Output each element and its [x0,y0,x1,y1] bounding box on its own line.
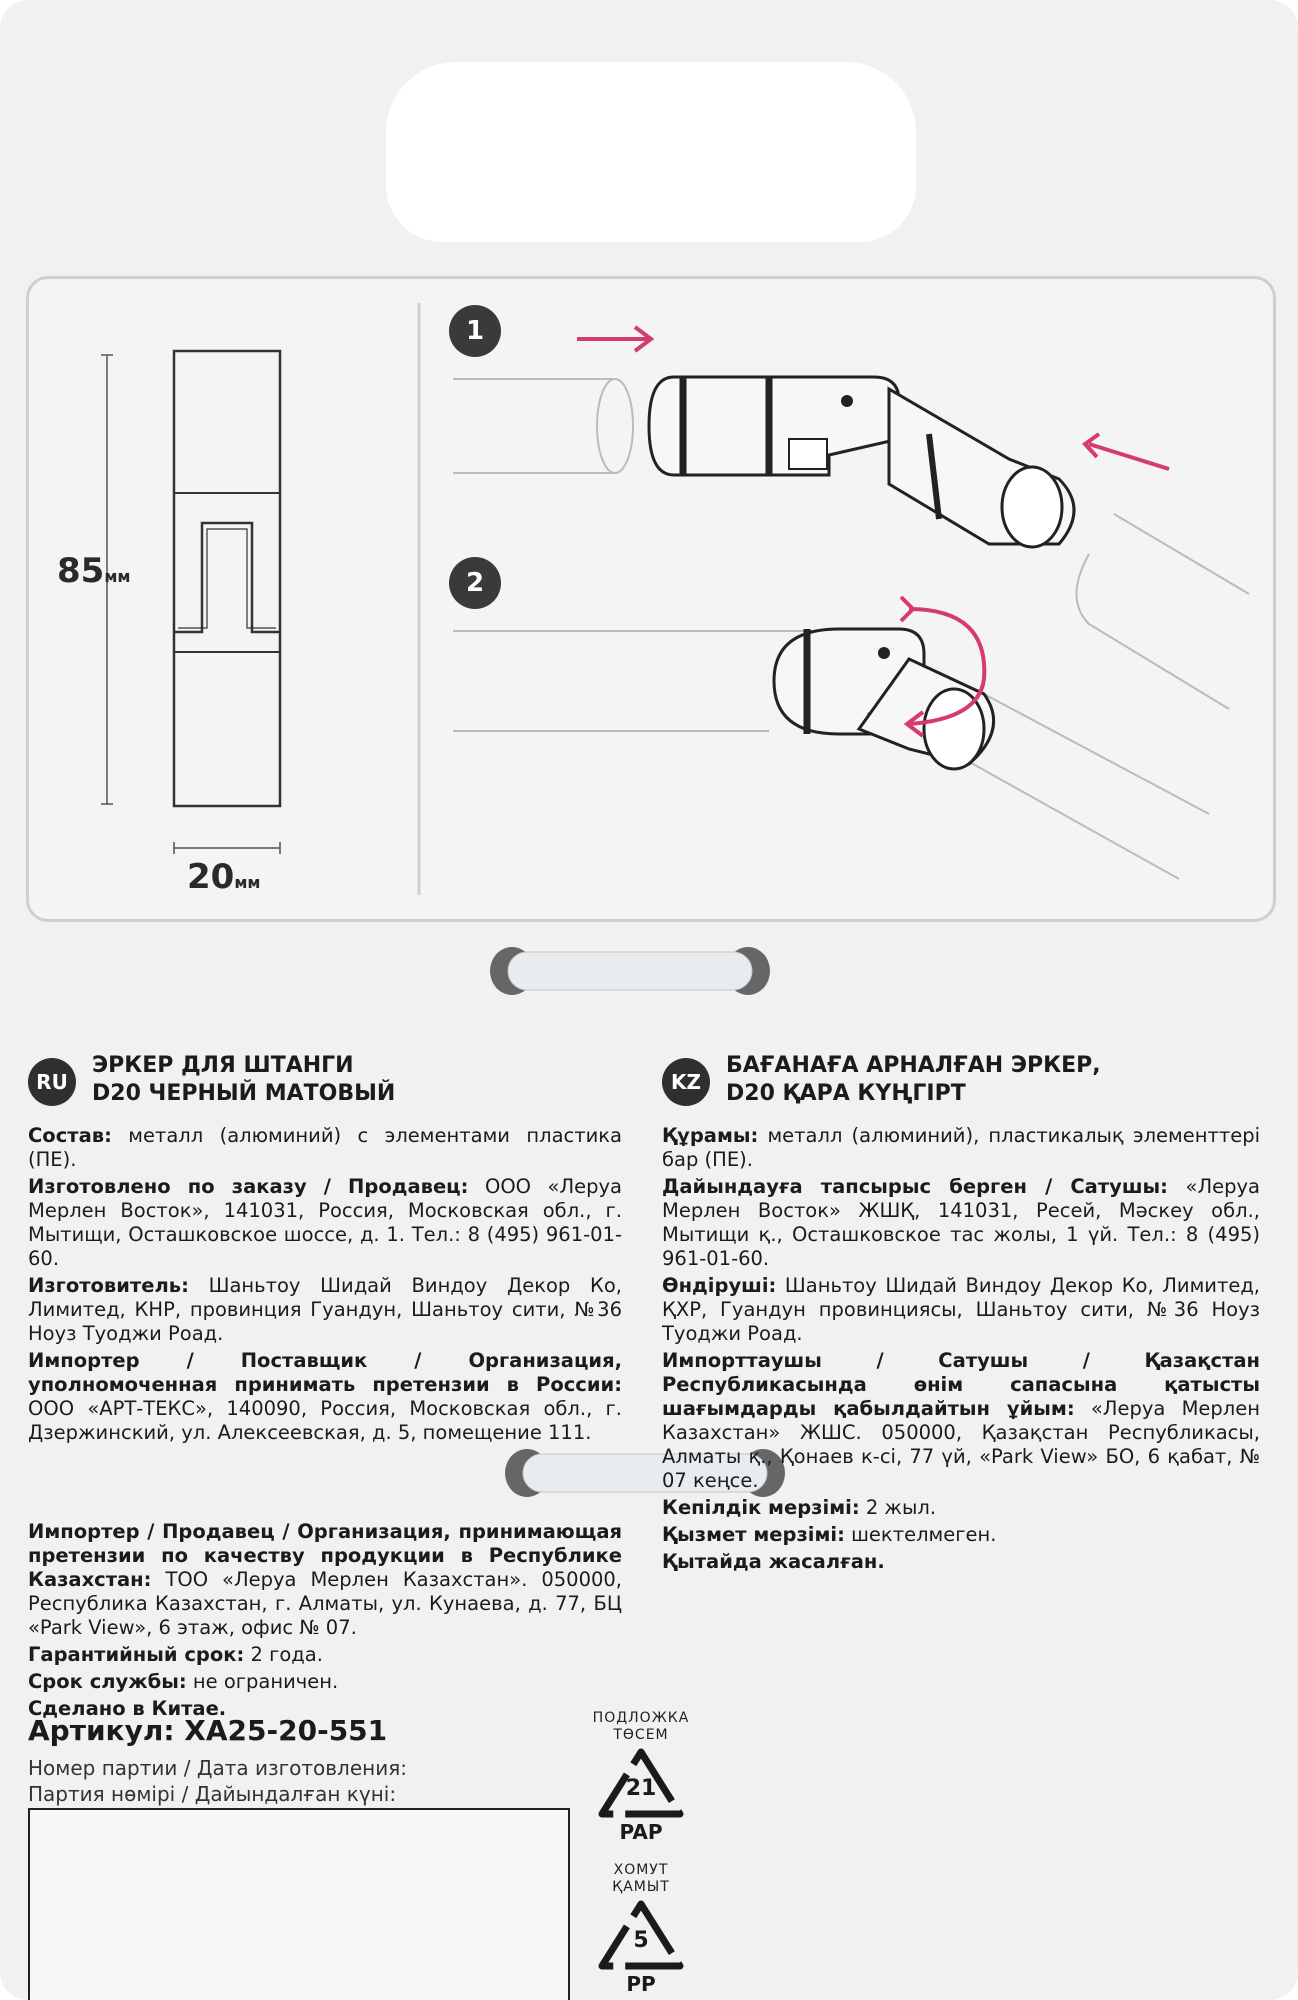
recycle-pp-code: PP [626,1972,656,1996]
kz-section: KZ БАҒАНАҒА АРНАЛҒАН ЭРКЕР, D20 ҚАРА КҮҢ… [662,1052,1260,1577]
kz-header: KZ БАҒАНАҒА АРНАЛҒАН ЭРКЕР, D20 ҚАРА КҮҢ… [662,1052,1260,1112]
kz-manufacturer: Өндіруші: Шаньтоу Шидай Виндоу Декор Ко,… [662,1274,1260,1346]
height-value: 85 [57,551,105,591]
ru-warranty-label: Гарантийный срок: [28,1643,245,1666]
ru-title: ЭРКЕР ДЛЯ ШТАНГИ D20 ЧЕРНЫЙ МАТОВЫЙ [92,1052,395,1108]
ru-composition-text: металл (алюминий) с элементами пластика … [28,1124,622,1171]
plastic-clip-top [490,947,770,995]
ru-manufacturer: Изготовитель: Шаньтоу Шидай Виндоу Декор… [28,1274,622,1346]
kz-importer-label: Импорттаушы / Сатушы / Қазақстан Республ… [662,1349,1260,1420]
kz-service-life-text: шектелмеген. [844,1523,997,1546]
step-2-badge: 2 [449,557,501,609]
kz-composition-text: металл (алюминий), пластикалық элементте… [662,1124,1260,1171]
recycle-pap-code: PAP [619,1820,663,1844]
ru-seller-label: Изготовлено по заказу / Продавец: [28,1175,469,1198]
kz-title-line2: D20 ҚАРА КҮҢГІРТ [726,1081,966,1106]
ru-manufacturer-text: Шаньтоу Шидай Виндоу Декор Ко, Лимитед, … [28,1274,622,1345]
kz-importer: Импорттаушы / Сатушы / Қазақстан Республ… [662,1349,1260,1493]
ru-kz-importer: Импортер / Продавец / Организация, прини… [28,1520,622,1640]
ru-manufacturer-label: Изготовитель: [28,1274,189,1297]
ru-seller-text: ООО «Леруа Мерлен Восток», 141031, Росси… [28,1175,622,1270]
kz-warranty-text: 2 жыл. [859,1496,937,1519]
batch-date-box [28,1808,570,2000]
ru-section: RU ЭРКЕР ДЛЯ ШТАНГИ D20 ЧЕРНЫЙ МАТОВЫЙ С… [28,1052,622,1448]
width-unit: мм [234,873,261,892]
ru-origin: Сделано в Китае. [28,1697,622,1721]
ru-title-line2: D20 ЧЕРНЫЙ МАТОВЫЙ [92,1081,396,1106]
plastic-clip-bottom [505,1449,785,1497]
ru-service-life-label: Срок службы: [28,1670,187,1693]
ru-importer-text: ООО «АРТ-ТЕКС», 140090, Россия, Московск… [28,1397,622,1444]
kz-manufacturer-text: Шаньтоу Шидай Виндоу Декор Ко, Лимитед, … [662,1274,1260,1345]
kz-seller: Дайындауға тапсырыс берген / Сатушы: «Ле… [662,1175,1260,1271]
kz-seller-text: «Леруа Мерлен Восток» ЖШҚ, 141031, Ресей… [662,1175,1260,1270]
hang-hole [386,62,916,242]
batch-label-kz: Партия нөмірі / Дайындалған күні: [28,1782,397,1806]
ru-title-line1: ЭРКЕР ДЛЯ ШТАНГИ [92,1053,354,1078]
ru-kz-importer-label: Импортер / Продавец / Организация, прини… [28,1520,622,1591]
kz-importer-text: «Леруа Мерлен Казахстан» ЖШС. 050000, Қа… [662,1397,1260,1492]
kz-composition: Құрамы: металл (алюминий), пластикалық э… [662,1124,1260,1172]
recycle-pp-icon: 5 [596,1898,686,1972]
kz-warranty: Кепілдік мерзімі: 2 жыл. [662,1496,1260,1520]
ru-section-continued: Импортер / Продавец / Организация, прини… [28,1520,622,1724]
width-dimension: 20мм [187,857,260,897]
ru-header: RU ЭРКЕР ДЛЯ ШТАНГИ D20 ЧЕРНЫЙ МАТОВЫЙ [28,1052,622,1112]
recycle-pap-icon: 21 [596,1746,686,1820]
step-1-badge: 1 [449,305,501,357]
recycle-pap-caption2: ТӨСЕМ [613,1727,669,1743]
recycle-pap-number: 21 [625,1776,657,1801]
height-dimension: 85мм [57,551,130,591]
kz-seller-label: Дайындауға тапсырыс берген / Сатушы: [662,1175,1168,1198]
recycle-pp-caption2: ҚАМЫТ [612,1879,670,1895]
kz-origin-label: Қытайда жасалған. [662,1550,885,1573]
width-value: 20 [187,857,235,897]
kz-badge: KZ [662,1058,710,1106]
ru-warranty: Гарантийный срок: 2 года. [28,1643,622,1667]
ru-importer: Импортер / Поставщик / Организация, упол… [28,1349,622,1445]
article-number: Артикул: ХА25-20-551 [28,1714,388,1747]
installation-diagram: 1 2 85мм 20мм [26,276,1276,922]
kz-manufacturer-label: Өндіруші: [662,1274,777,1297]
ru-seller: Изготовлено по заказу / Продавец: ООО «Л… [28,1175,622,1271]
kz-title-line1: БАҒАНАҒА АРНАЛҒАН ЭРКЕР, [726,1053,1101,1078]
ru-importer-label: Импортер / Поставщик / Организация, упол… [28,1349,622,1396]
kz-composition-label: Құрамы: [662,1124,759,1147]
height-unit: мм [104,567,131,586]
kz-origin: Қытайда жасалған. [662,1550,1260,1574]
kz-service-life: Қызмет мерзімі: шектелмеген. [662,1523,1260,1547]
kz-service-life-label: Қызмет мерзімі: [662,1523,845,1546]
recycle-pp-caption1: ХОМУТ [613,1862,669,1878]
kz-title: БАҒАНАҒА АРНАЛҒАН ЭРКЕР, D20 ҚАРА КҮҢГІР… [726,1052,1101,1108]
recycle-pap-caption1: ПОДЛОЖКА [592,1710,690,1726]
ru-service-life: Срок службы: не ограничен. [28,1670,622,1694]
ru-warranty-text: 2 года. [244,1643,323,1666]
kz-warranty-label: Кепілдік мерзімі: [662,1496,860,1519]
ru-origin-label: Сделано в Китае. [28,1697,227,1720]
batch-label-ru: Номер партии / Дата изготовления: [28,1756,407,1780]
ru-service-life-text: не ограничен. [186,1670,339,1693]
ru-badge: RU [28,1058,76,1106]
recycle-mark-pp: ХОМУТ ҚАМЫТ 5 PP [576,1862,706,1996]
ru-composition: Состав: металл (алюминий) с элементами п… [28,1124,622,1172]
ru-kz-importer-text: ТОО «Леруа Мерлен Казахстан». 050000, Ре… [28,1568,622,1639]
recycle-pp-number: 5 [633,1928,649,1953]
recycle-mark-pap: ПОДЛОЖКА ТӨСЕМ 21 PAP [576,1710,706,1844]
ru-composition-label: Состав: [28,1124,112,1147]
diagram-drawing [101,303,1250,895]
